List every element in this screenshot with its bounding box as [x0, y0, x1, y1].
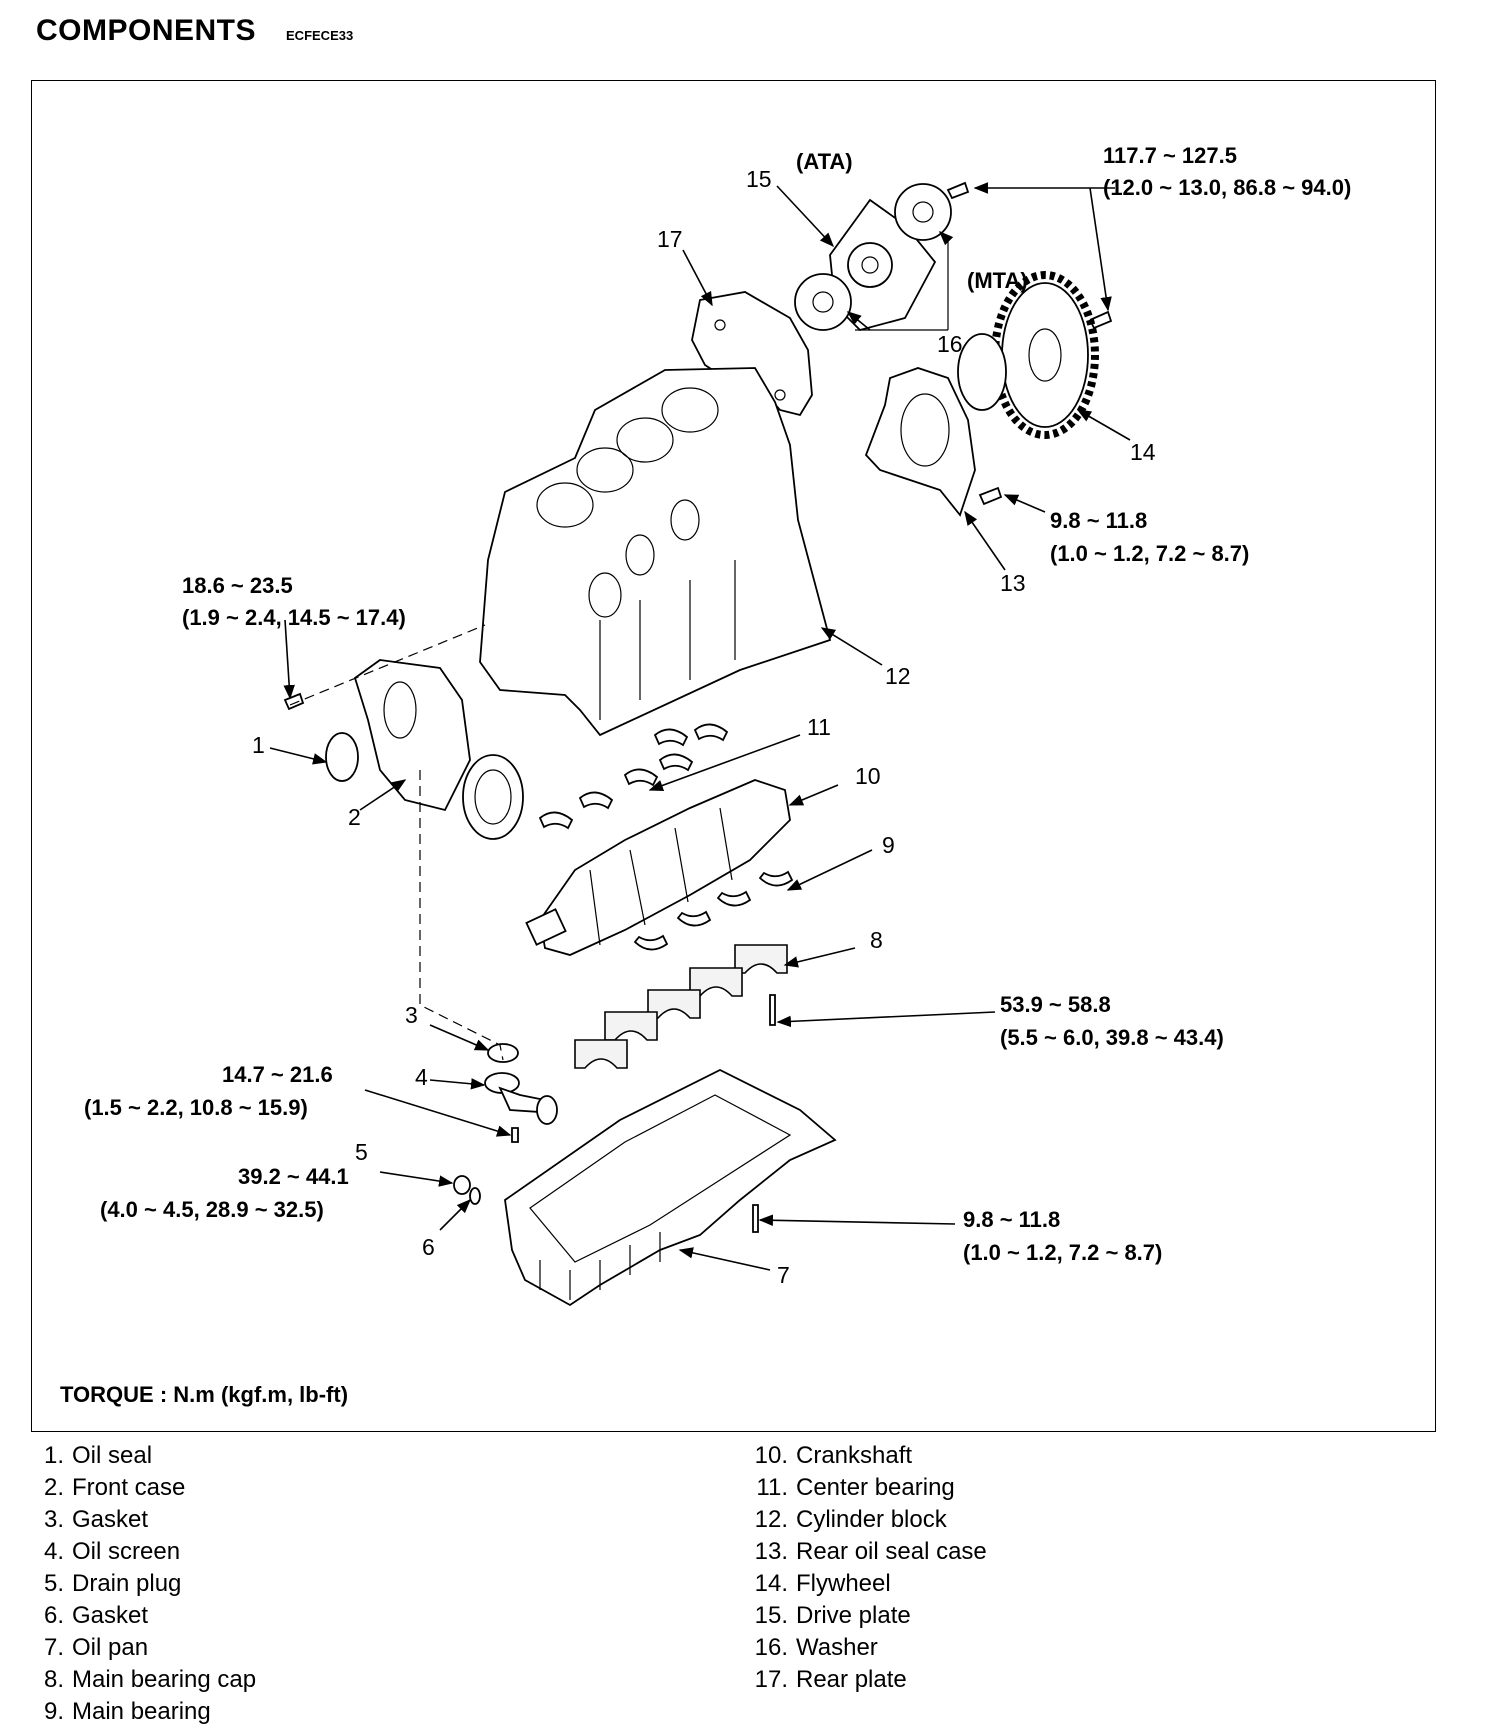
- torque-units-note: TORQUE : N.m (kgf.m, lb-ft): [60, 1382, 349, 1407]
- callout-7: 7: [777, 1262, 790, 1288]
- torque-detail-bearing-cap: (5.5 ~ 6.0, 39.8 ~ 43.4): [1000, 1025, 1224, 1050]
- legend-item: 1.Oil seal: [43, 1442, 153, 1469]
- legend-item: 3.Gasket: [43, 1506, 149, 1533]
- torque-value-rear-case: 9.8 ~ 11.8: [1050, 508, 1147, 533]
- legend-item: 13.Rear oil seal case: [754, 1538, 987, 1565]
- torque-detail-drain-plug: (4.0 ~ 4.5, 28.9 ~ 32.5): [100, 1197, 324, 1222]
- legend-item: 9.Main bearing: [43, 1698, 211, 1725]
- parts-legend-right: 10.Crankshaft 11.Center bearing 12.Cylin…: [738, 1440, 987, 1696]
- washer-shapes: [794, 183, 952, 331]
- rear-case-bolt: [978, 486, 1003, 506]
- page-header: COMPONENTS ECFECE33: [36, 14, 353, 48]
- callout-1: 1: [252, 732, 265, 758]
- variant-label-mta: (MTA): [967, 268, 1028, 293]
- upper-bearing-shells: [538, 723, 729, 830]
- rear-plate-shape: [691, 291, 813, 417]
- callout-10: 10: [855, 763, 881, 789]
- torque-detail-oil-screen: (1.5 ~ 2.2, 10.8 ~ 15.9): [84, 1095, 308, 1120]
- rear-oil-seal-ring: [957, 333, 1007, 411]
- callout-11: 11: [807, 714, 831, 740]
- main-bearing-caps: [574, 944, 788, 1069]
- leader-lines: [269, 182, 1131, 1271]
- torque-detail-oil-pan: (1.0 ~ 1.2, 7.2 ~ 8.7): [963, 1240, 1162, 1265]
- legend-item: 15.Drive plate: [754, 1602, 911, 1629]
- legend-item: 16.Washer: [754, 1634, 878, 1661]
- torque-value-oil-screen: 14.7 ~ 21.6: [222, 1062, 333, 1087]
- torque-value-oil-pan: 9.8 ~ 11.8: [963, 1207, 1060, 1232]
- torque-value-front-case: 18.6 ~ 23.5: [182, 573, 293, 598]
- diagram-frame: [31, 80, 1436, 1432]
- legend-item: 5.Drain plug: [43, 1570, 182, 1597]
- lower-bearing-shells: [633, 870, 794, 951]
- callout-3: 3: [405, 1002, 418, 1028]
- callout-16: 16: [937, 331, 963, 357]
- oil-pan-shape: [504, 1068, 837, 1307]
- front-oil-seal-ring: [325, 732, 359, 782]
- callout-17: 17: [657, 226, 683, 252]
- oil-screen-bolt: [511, 1127, 519, 1143]
- page-title: COMPONENTS: [36, 14, 257, 47]
- flywheel-shape: [991, 271, 1099, 439]
- flywheel-bolts: [946, 181, 1113, 330]
- legend-item: 7.Oil pan: [43, 1634, 149, 1661]
- exploded-view-diagram: (ATA) (MTA) 117.7 ~ 127.5 (12.0 ~ 13.0, …: [84, 143, 1351, 1307]
- rear-oil-seal-case-shape: [864, 367, 976, 517]
- callout-9: 9: [882, 832, 895, 858]
- front-case-shape: [353, 659, 524, 840]
- bearing-cap-bolt: [769, 994, 776, 1026]
- legend-item: 14.Flywheel: [754, 1570, 891, 1597]
- torque-detail-rear-case: (1.0 ~ 1.2, 7.2 ~ 8.7): [1050, 541, 1249, 566]
- torque-value-bearing-cap: 53.9 ~ 58.8: [1000, 992, 1111, 1017]
- legend-item: 6.Gasket: [43, 1602, 149, 1629]
- callout-5: 5: [355, 1139, 368, 1165]
- legend-item: 8.Main bearing cap: [43, 1666, 257, 1693]
- parts-legend-left: 1.Oil seal 2.Front case 3.Gasket 4.Oil s…: [28, 1440, 256, 1728]
- oil-screen-shape: [484, 1043, 558, 1125]
- oil-pan-bolt: [752, 1204, 759, 1233]
- callout-8: 8: [870, 927, 883, 953]
- legend-item: 10.Crankshaft: [754, 1442, 913, 1469]
- drain-plug-shape: [453, 1175, 481, 1205]
- document-code: ECFECE33: [286, 28, 354, 43]
- callout-14: 14: [1130, 439, 1156, 465]
- callout-12: 12: [885, 663, 911, 689]
- callout-2: 2: [348, 804, 361, 830]
- callout-6: 6: [422, 1234, 435, 1260]
- callout-4: 4: [415, 1064, 428, 1090]
- legend-item: 17.Rear plate: [754, 1666, 907, 1693]
- torque-detail-flywheel: (12.0 ~ 13.0, 86.8 ~ 94.0): [1103, 175, 1351, 200]
- torque-value-drain-plug: 39.2 ~ 44.1: [238, 1164, 349, 1189]
- variant-label-ata: (ATA): [796, 149, 853, 174]
- torque-detail-front-case: (1.9 ~ 2.4, 14.5 ~ 17.4): [182, 605, 406, 630]
- legend-item: 11.Center bearing: [756, 1474, 955, 1501]
- cylinder-block-shape: [479, 367, 832, 737]
- callout-13: 13: [1000, 570, 1026, 596]
- front-case-bolt: [283, 692, 305, 711]
- callout-15: 15: [746, 166, 772, 192]
- torque-value-flywheel: 117.7 ~ 127.5: [1103, 143, 1237, 168]
- crankshaft-shape: [525, 779, 791, 956]
- legend-item: 4.Oil screen: [43, 1538, 181, 1565]
- legend-item: 12.Cylinder block: [754, 1506, 947, 1533]
- legend-item: 2.Front case: [43, 1474, 186, 1501]
